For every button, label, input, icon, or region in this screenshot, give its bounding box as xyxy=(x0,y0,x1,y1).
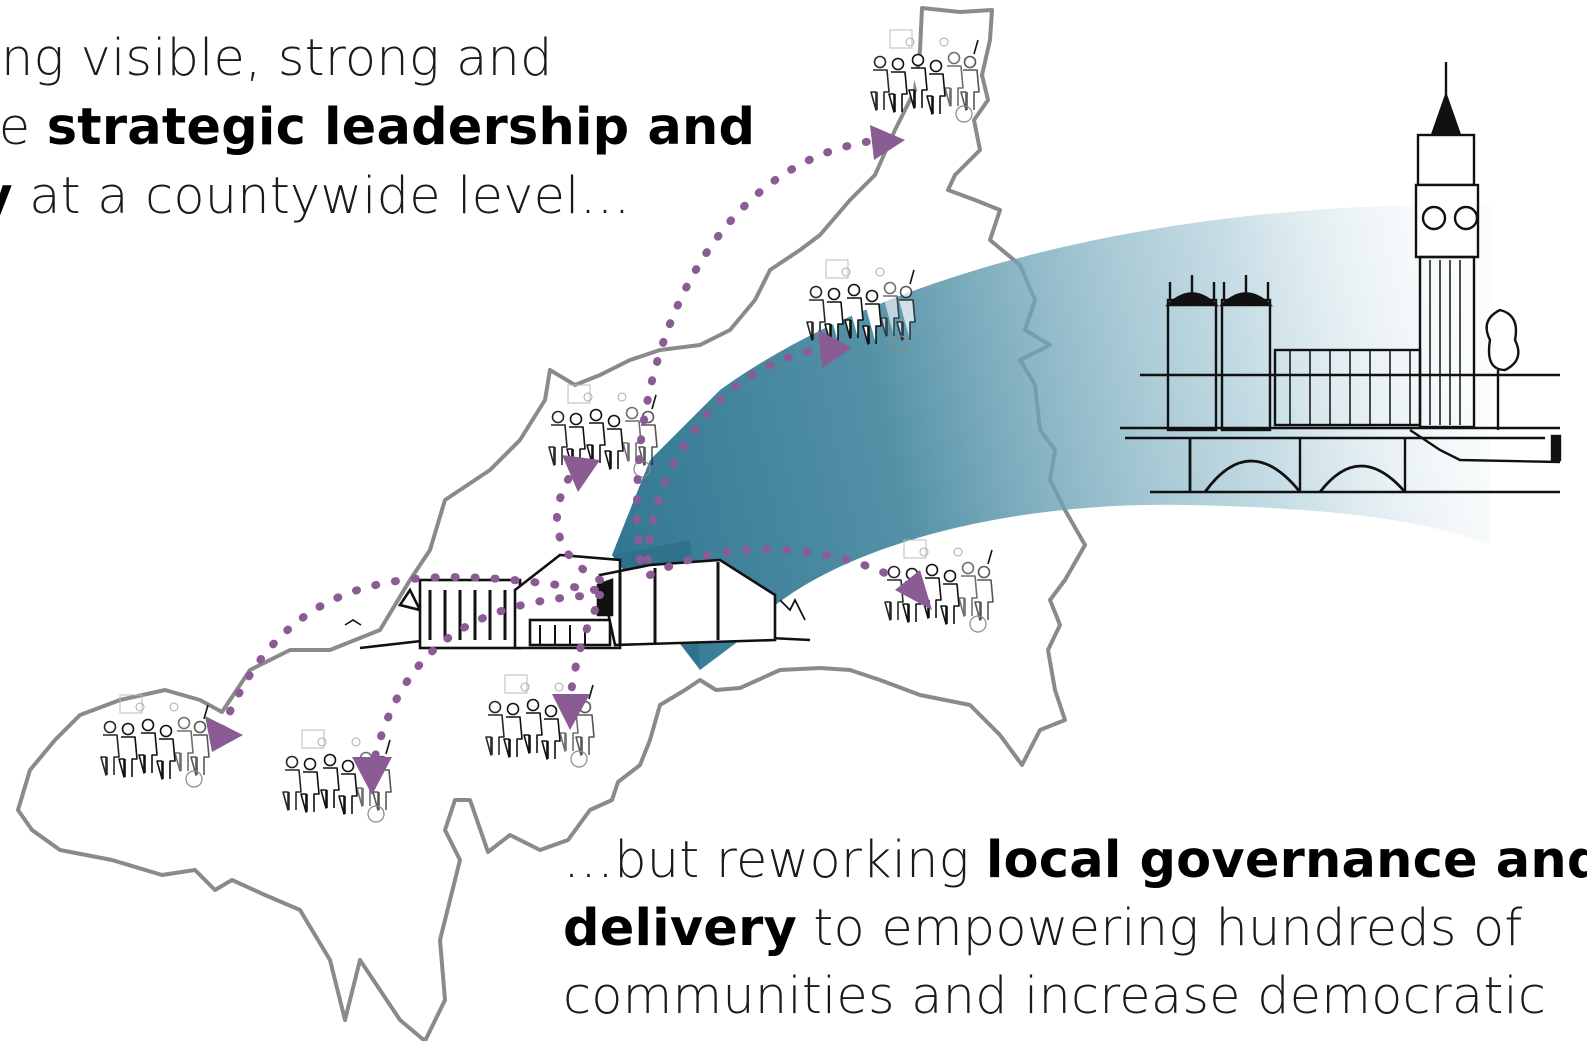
arrow-to-east xyxy=(646,545,904,584)
arrow-to-central xyxy=(553,464,604,584)
caption-countywide-leadership: ding visible, strong and ive strategic l… xyxy=(0,24,755,231)
arrow-to-southwest xyxy=(368,591,604,774)
council-to-community-arrows xyxy=(218,136,904,774)
arrowhead-west xyxy=(205,716,243,752)
caption-bottom-line-1: …but reworking local governance and xyxy=(563,831,1587,890)
caption-top-line-3: ry at a countywide level… xyxy=(0,167,631,226)
arrowhead-south xyxy=(552,694,590,730)
caption-local-governance: …but reworking local governance and deli… xyxy=(563,827,1587,1031)
caption-bottom-line-3: communities and increase democratic xyxy=(563,967,1547,1026)
arrow-to-south xyxy=(566,606,599,704)
westminster-illustration xyxy=(1120,62,1562,494)
arrowhead-north xyxy=(870,125,905,160)
caption-top-line-2: ive strategic leadership and xyxy=(0,98,756,157)
arrow-to-north xyxy=(633,136,884,564)
caption-top-line-1: ding visible, strong and xyxy=(0,29,553,88)
caption-bottom-line-2: delivery to empowering hundreds of xyxy=(563,899,1523,958)
arrowhead-southwest xyxy=(352,757,392,795)
arrowhead-central xyxy=(562,455,600,492)
arrow-to-northeast xyxy=(644,344,832,564)
arrowhead-northeast xyxy=(818,330,852,368)
arrowhead-east xyxy=(895,570,932,610)
